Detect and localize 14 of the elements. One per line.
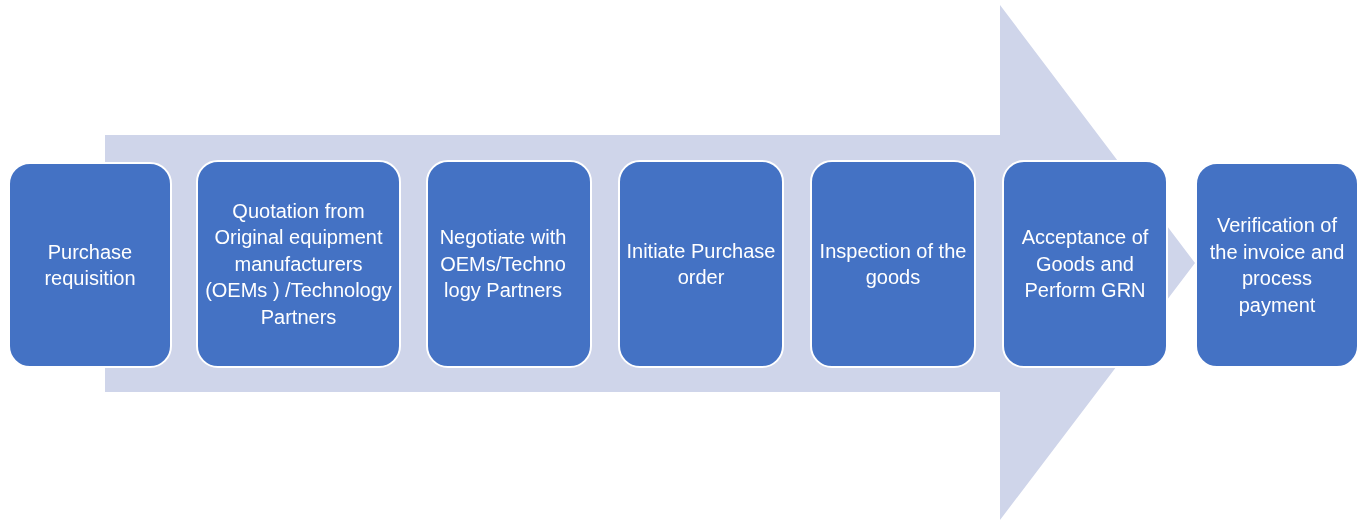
step-text: Negotiate with OEMs/Technology Partners bbox=[438, 225, 568, 304]
process-box bbox=[618, 160, 784, 368]
step-text: Purchase requisition bbox=[43, 239, 137, 291]
step-text: Inspection of the goods bbox=[818, 238, 968, 290]
process-box bbox=[426, 160, 592, 368]
process-box bbox=[8, 162, 172, 368]
step-text: Quotation from Original equipment manufacturers (OEMs ) /Technology Partners bbox=[204, 198, 393, 330]
step-text: Verification of the invoice and process payment bbox=[1208, 213, 1346, 318]
process-box bbox=[810, 160, 976, 368]
step-text: Acceptance of Goods and Perform GRN bbox=[1020, 225, 1150, 304]
process-box bbox=[1195, 162, 1359, 368]
step-text: Initiate Purchase order bbox=[626, 238, 776, 290]
process-box bbox=[1002, 160, 1168, 368]
process-box bbox=[196, 160, 401, 368]
